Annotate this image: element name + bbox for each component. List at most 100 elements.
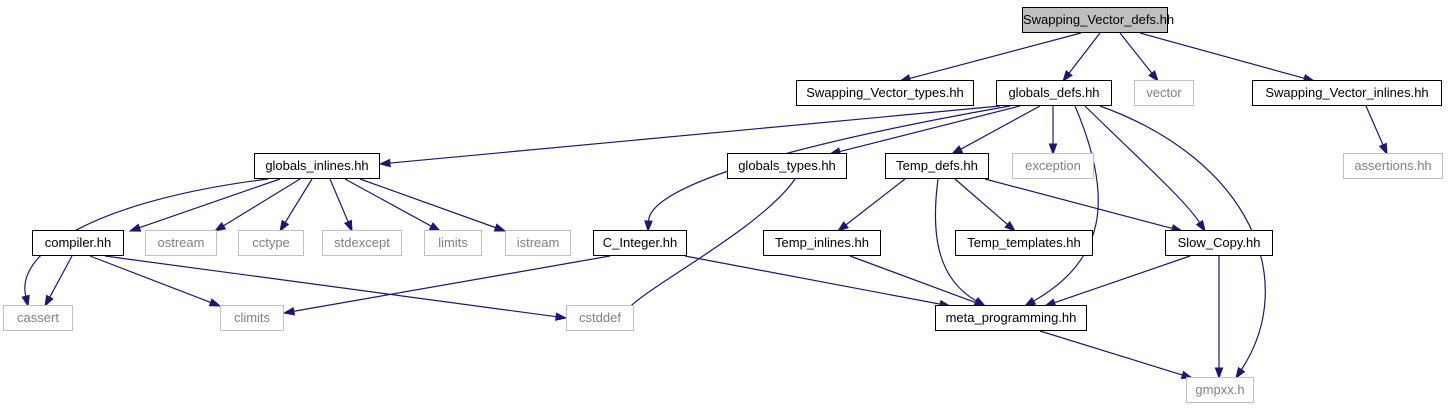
edge-line: [960, 105, 1041, 150]
edge-arrowhead: [213, 221, 227, 232]
edge-slow-copy-to-meta-programming: [1043, 255, 1191, 307]
edge-arrowhead: [279, 219, 290, 233]
node-slow-copy[interactable]: Slow_Copy.hh: [1165, 230, 1273, 256]
edge-meta-programming-to-gmpxx: [1039, 330, 1194, 380]
edge-arrowhead: [555, 312, 568, 321]
edge-arrowhead: [1004, 220, 1017, 232]
edge-line: [1365, 105, 1384, 146]
edge-arrowhead: [343, 219, 353, 233]
edge-gdefs-to-gmpxx: [1099, 105, 1266, 380]
edge-line: [625, 178, 796, 313]
edge-gdefs-to-meta-programming: [1023, 105, 1099, 307]
node-swapping-vector-defs: Swapping_Vector_defs.hh: [1022, 7, 1174, 33]
node-swapping-vector-types[interactable]: Swapping_Vector_types.hh: [796, 80, 974, 106]
node-vector: vector: [1134, 80, 1194, 106]
edge-arrowhead: [21, 294, 30, 308]
edge-ginl-to-ostream: [213, 178, 301, 232]
edge-line: [1119, 32, 1153, 74]
node-temp-inlines[interactable]: Temp_inlines.hh: [763, 230, 881, 256]
edge-line: [984, 178, 1173, 230]
node-istream: istream: [505, 230, 571, 256]
edge-compiler-to-cassert: [44, 255, 73, 308]
edge-line: [139, 178, 281, 229]
edge-tdefs-to-slow-copy: [984, 178, 1184, 233]
node-swapping-vector-inlines[interactable]: Swapping_Vector_inlines.hh: [1252, 80, 1442, 106]
edge-tinl-to-meta-programming: [849, 255, 987, 307]
edge-gdefs-to-slow-copy: [1084, 105, 1206, 233]
edge-ginl-to-cctype: [279, 178, 313, 233]
edge-arrowhead: [1148, 70, 1159, 83]
edge-svd-to-svinlines: [1139, 32, 1316, 83]
node-compiler[interactable]: compiler.hh: [32, 230, 124, 256]
edge-ginl-to-istream: [359, 178, 507, 232]
edge-compiler-to-cstddef: [104, 255, 568, 321]
edge-arrowhead: [644, 220, 653, 233]
edge-arrowhead: [1214, 367, 1224, 380]
edge-svd-to-svtypes: [898, 32, 1082, 83]
edge-line: [1033, 105, 1099, 302]
edge-svd-to-vector: [1119, 32, 1159, 83]
edge-line: [849, 255, 976, 304]
node-cstddef: cstddef: [566, 305, 634, 331]
edge-line: [104, 255, 557, 318]
node-climits: climits: [220, 305, 284, 331]
edge-line: [1068, 32, 1101, 74]
node-meta-programming[interactable]: meta_programming.hh: [935, 305, 1087, 331]
edge-arrowhead: [1235, 366, 1246, 380]
edge-ginl-to-stdexcept: [329, 178, 353, 233]
edge-gdefs-to-globals-inlines: [378, 105, 1001, 168]
edge-line: [954, 178, 1008, 225]
node-globals-types[interactable]: globals_types.hh: [727, 153, 847, 179]
edge-compiler-to-climits: [89, 255, 222, 307]
edge-arrowhead: [493, 223, 507, 232]
node-exception: exception: [1012, 153, 1094, 179]
edge-line: [1039, 330, 1183, 376]
edge-line: [1054, 255, 1191, 304]
edge-ginl-to-limits: [344, 178, 442, 232]
node-ostream: ostream: [145, 230, 217, 256]
edge-arrowhead: [282, 306, 296, 316]
edge-svinlines-to-assertions: [1365, 105, 1388, 156]
edge-gdefs-to-exception: [1048, 106, 1058, 156]
edge-arrowhead: [378, 158, 391, 168]
edge-line: [89, 255, 211, 303]
edge-gdefs-to-temp-defs: [950, 105, 1041, 155]
edge-line: [909, 32, 1082, 80]
edge-ginl-to-cassert: [21, 178, 269, 308]
edge-line: [329, 178, 349, 223]
node-temp-defs[interactable]: Temp_defs.hh: [885, 153, 989, 179]
node-gmpxx: gmpxx.h: [1186, 377, 1254, 403]
edge-arrowhead: [1048, 143, 1058, 156]
edge-line: [1084, 105, 1201, 223]
edge-line: [293, 255, 611, 312]
node-cassert: cassert: [3, 305, 73, 331]
edge-line: [839, 105, 1021, 153]
node-limits: limits: [424, 230, 482, 256]
node-cctype: cctype: [238, 230, 304, 256]
edge-line: [24, 178, 269, 297]
edge-tdefs-to-temp-inlines: [836, 178, 906, 232]
edge-arrowhead: [44, 294, 54, 308]
edge-cint-to-meta-programming: [684, 255, 952, 309]
node-temp-templates[interactable]: Temp_templates.hh: [955, 230, 1093, 256]
edge-line: [1139, 32, 1305, 79]
edge-arrowhead: [1062, 70, 1073, 83]
node-globals-inlines[interactable]: globals_inlines.hh: [254, 153, 380, 179]
edge-tdefs-to-temp-templates: [954, 178, 1017, 232]
edge-line: [223, 178, 301, 227]
node-globals-defs[interactable]: globals_defs.hh: [996, 80, 1112, 106]
dependency-edges: [21, 32, 1388, 380]
edge-ginl-to-compiler: [128, 178, 281, 232]
edge-line: [684, 255, 941, 305]
edge-svd-to-globals-defs: [1062, 32, 1101, 83]
edge-cint-to-climits: [282, 255, 611, 316]
edge-line: [389, 105, 1001, 164]
node-c-integer[interactable]: C_Integer.hh: [593, 230, 687, 256]
edge-line: [845, 178, 906, 226]
node-assertions: assertions.hh: [1343, 153, 1443, 179]
edge-arrowhead: [836, 221, 849, 232]
edge-line: [934, 178, 977, 302]
edge-arrowhead: [128, 223, 142, 232]
edge-arrowhead: [1378, 142, 1388, 156]
